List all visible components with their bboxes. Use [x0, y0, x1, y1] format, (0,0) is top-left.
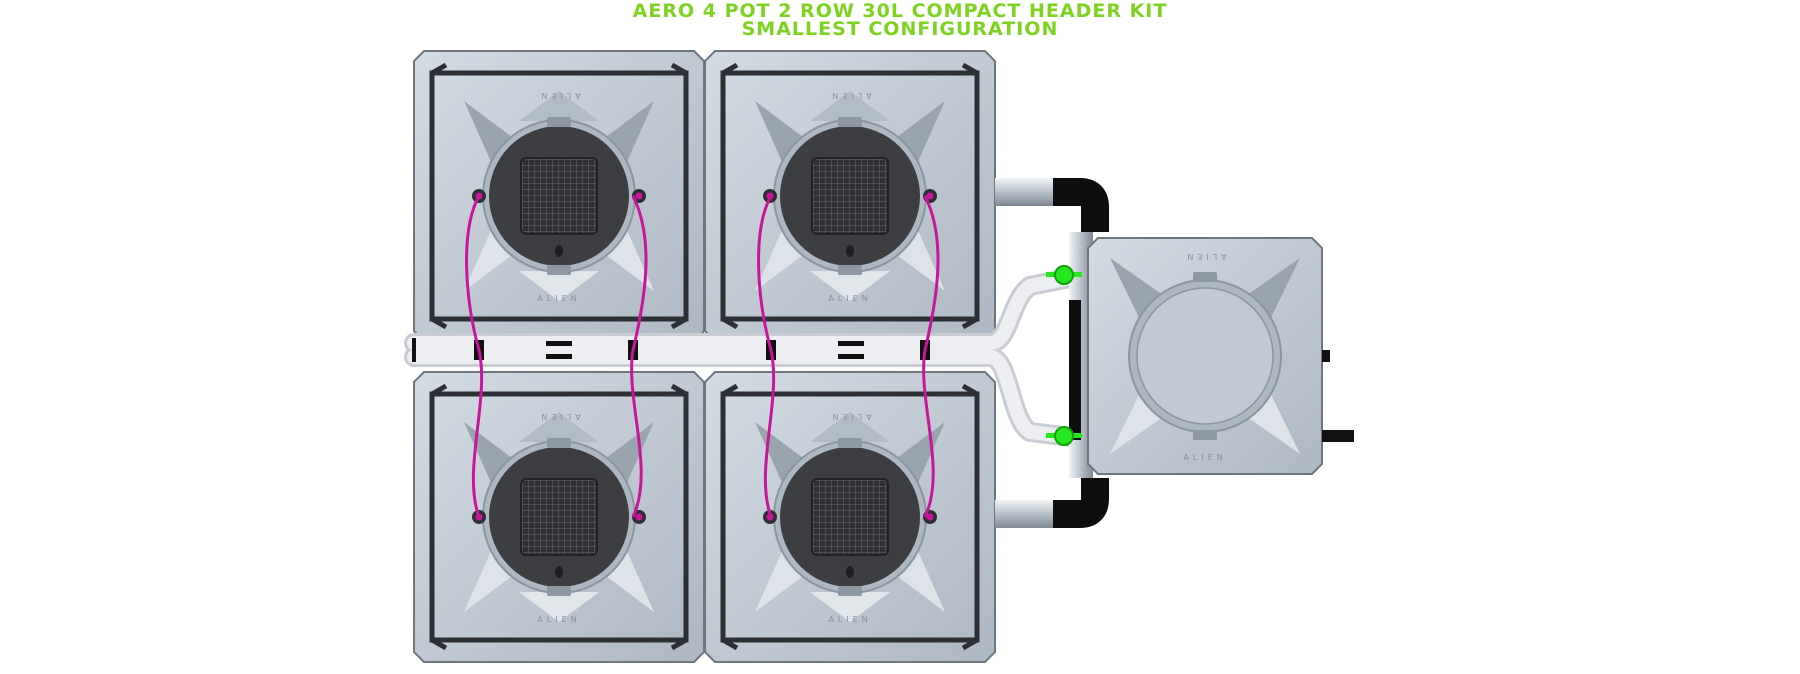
reservoir-lid: [1136, 287, 1274, 425]
valve-bottom: [1046, 426, 1082, 446]
manifold-black-section: [1069, 300, 1081, 440]
control-reservoir: ALIEN ALIEN: [1087, 237, 1323, 475]
svg-text:ALIEN: ALIEN: [1183, 453, 1226, 462]
pvc-elbow-top: [1053, 178, 1109, 232]
pvc-elbow-bottom: [1053, 478, 1109, 528]
title-block: AERO 4 POT 2 ROW 30L COMPACT HEADER KIT …: [0, 0, 1800, 40]
pot-bottom-right: [705, 372, 995, 662]
outlet-pipe-top: [995, 178, 1053, 206]
drip-lines: [465, 195, 940, 518]
svg-text:ALIEN: ALIEN: [1183, 252, 1226, 261]
outlet-pipe-bottom: [995, 500, 1053, 528]
pot-top-right: [705, 51, 995, 341]
pot-bottom-left: [414, 372, 704, 662]
reservoir-drain: [1322, 430, 1354, 442]
pot-top-left: [414, 51, 704, 341]
valve-top: [1046, 265, 1082, 285]
reservoir-port: [1322, 350, 1330, 362]
title-line-2: SMALLEST CONFIGURATION: [741, 18, 1059, 40]
title-line-1: AERO 4 POT 2 ROW 30L COMPACT HEADER KIT: [632, 0, 1168, 22]
header-tube: [404, 266, 1090, 448]
